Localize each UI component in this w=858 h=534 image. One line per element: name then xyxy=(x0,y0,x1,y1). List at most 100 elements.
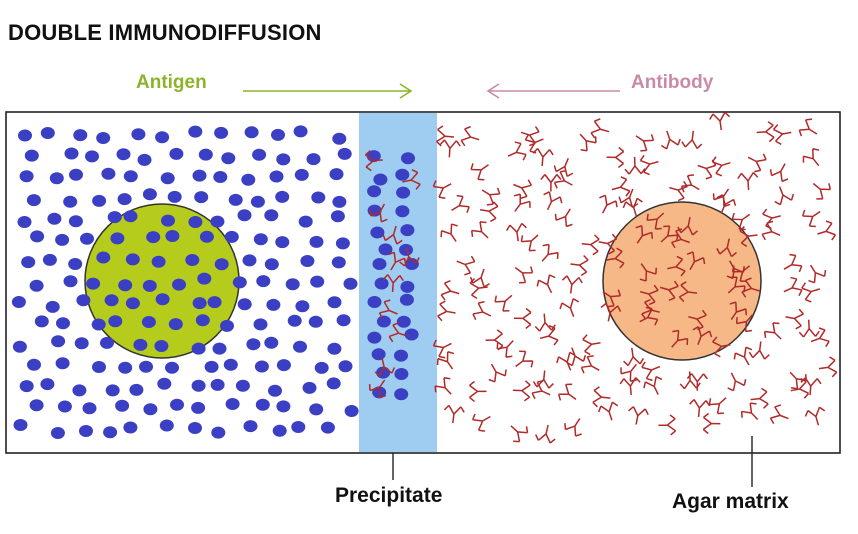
antigen-particle xyxy=(293,340,307,353)
antigen-particle xyxy=(256,275,271,288)
antigen-particle xyxy=(51,335,66,348)
antigen-particle xyxy=(92,194,107,207)
antigen-particle xyxy=(11,296,26,308)
antigen-particle xyxy=(214,258,229,271)
antigen-particle xyxy=(242,254,257,267)
antigen-particle xyxy=(167,190,182,203)
antigen-particle xyxy=(108,315,123,328)
antigen-particle xyxy=(306,153,321,166)
antigen-particle xyxy=(264,258,279,271)
antigen-particle xyxy=(330,210,345,223)
antigen-particle xyxy=(394,368,409,380)
antigen-particle xyxy=(105,384,120,397)
antigen-particle xyxy=(129,383,144,396)
antigen-particle xyxy=(271,128,285,141)
antigen-particle xyxy=(327,342,342,355)
antigen-particle xyxy=(86,277,101,290)
antigen-particle xyxy=(12,340,27,353)
antigen-particle xyxy=(188,216,203,228)
antigen-particle xyxy=(210,378,225,391)
antigen-particle xyxy=(207,296,222,309)
antigen-particle xyxy=(291,421,306,433)
antigen-particle xyxy=(185,254,200,266)
antigen-particle xyxy=(151,255,166,268)
antigen-particle xyxy=(191,379,206,392)
antigen-particle xyxy=(24,149,39,162)
antigen-particle xyxy=(19,170,34,183)
antigen-particle xyxy=(399,293,414,306)
antigen-particle xyxy=(96,132,111,144)
antigen-particle xyxy=(253,318,268,331)
arrow-left-icon xyxy=(486,83,620,99)
antigen-particle xyxy=(211,426,226,439)
antigen-particle xyxy=(237,298,252,311)
antigen-particle xyxy=(276,359,291,372)
antigen-particle xyxy=(170,398,184,411)
antigen-particle xyxy=(276,153,291,166)
antigen-particle xyxy=(192,169,207,182)
antigen-particle xyxy=(221,152,236,165)
antigen-particle xyxy=(374,277,389,290)
antigen-particle xyxy=(116,148,131,161)
antigen-particle xyxy=(331,256,346,269)
antigen-particles xyxy=(11,125,419,439)
antigen-particle xyxy=(400,224,415,237)
antigen-particle xyxy=(19,380,34,393)
antigen-particle xyxy=(195,314,210,327)
antigen-particle xyxy=(371,348,386,361)
antigen-particle xyxy=(309,235,324,248)
antigen-particle xyxy=(57,400,72,413)
antigen-particle xyxy=(252,148,267,161)
antigen-particle xyxy=(327,296,342,309)
antigen-particle xyxy=(232,276,247,289)
antigen-particle xyxy=(49,172,64,185)
antigen-particle xyxy=(107,211,122,224)
antigen-particle xyxy=(79,425,93,437)
antigen-particle xyxy=(131,128,146,141)
antigen-particle xyxy=(396,315,411,328)
antigen-particle xyxy=(160,172,175,185)
antigen-particle xyxy=(213,171,228,183)
antigen-particle xyxy=(137,153,152,166)
antigen-particle xyxy=(104,294,119,307)
antigen-particle xyxy=(302,381,317,394)
antigen-particle xyxy=(18,129,32,142)
antigen-particle xyxy=(210,215,225,228)
antigen-particle xyxy=(223,358,238,371)
antigen-particle xyxy=(295,300,310,313)
antigen-particle xyxy=(110,232,125,245)
antigen-particle xyxy=(337,147,352,160)
antigen-particle xyxy=(275,190,290,203)
antigen-particle xyxy=(264,336,279,349)
antigen-particle xyxy=(161,214,175,227)
antigen-particle xyxy=(197,272,212,285)
antigen-particle xyxy=(404,328,419,341)
antigen-particle xyxy=(254,360,269,373)
antigen-particle xyxy=(376,315,391,328)
antigen-particle xyxy=(34,315,49,328)
antigen-particle xyxy=(168,318,183,331)
antigen-particle xyxy=(285,278,300,291)
antigen-particle xyxy=(378,243,393,256)
antigen-particle xyxy=(91,318,106,331)
antigen-particle xyxy=(13,419,28,431)
antigen-particle xyxy=(82,402,97,415)
precipitate-label: Precipitate xyxy=(335,484,443,507)
antigen-particle xyxy=(272,424,287,437)
antigen-particle xyxy=(199,230,214,243)
antigen-particle xyxy=(73,129,88,142)
antigen-particle xyxy=(172,278,186,291)
antigen-particle xyxy=(30,230,45,243)
antigen-particle xyxy=(42,253,57,266)
antigen-particle xyxy=(40,378,55,391)
antigen-particle xyxy=(246,338,261,351)
antigen-particle xyxy=(266,298,281,311)
antigen-label: Antigen xyxy=(136,72,207,93)
antigen-particle xyxy=(100,336,114,349)
antigen-particle xyxy=(401,152,415,165)
antigen-particle xyxy=(194,191,209,204)
antigen-particle xyxy=(400,280,415,293)
antigen-particle xyxy=(142,188,157,201)
antigen-particle xyxy=(159,419,174,432)
antigen-particle xyxy=(294,168,309,181)
